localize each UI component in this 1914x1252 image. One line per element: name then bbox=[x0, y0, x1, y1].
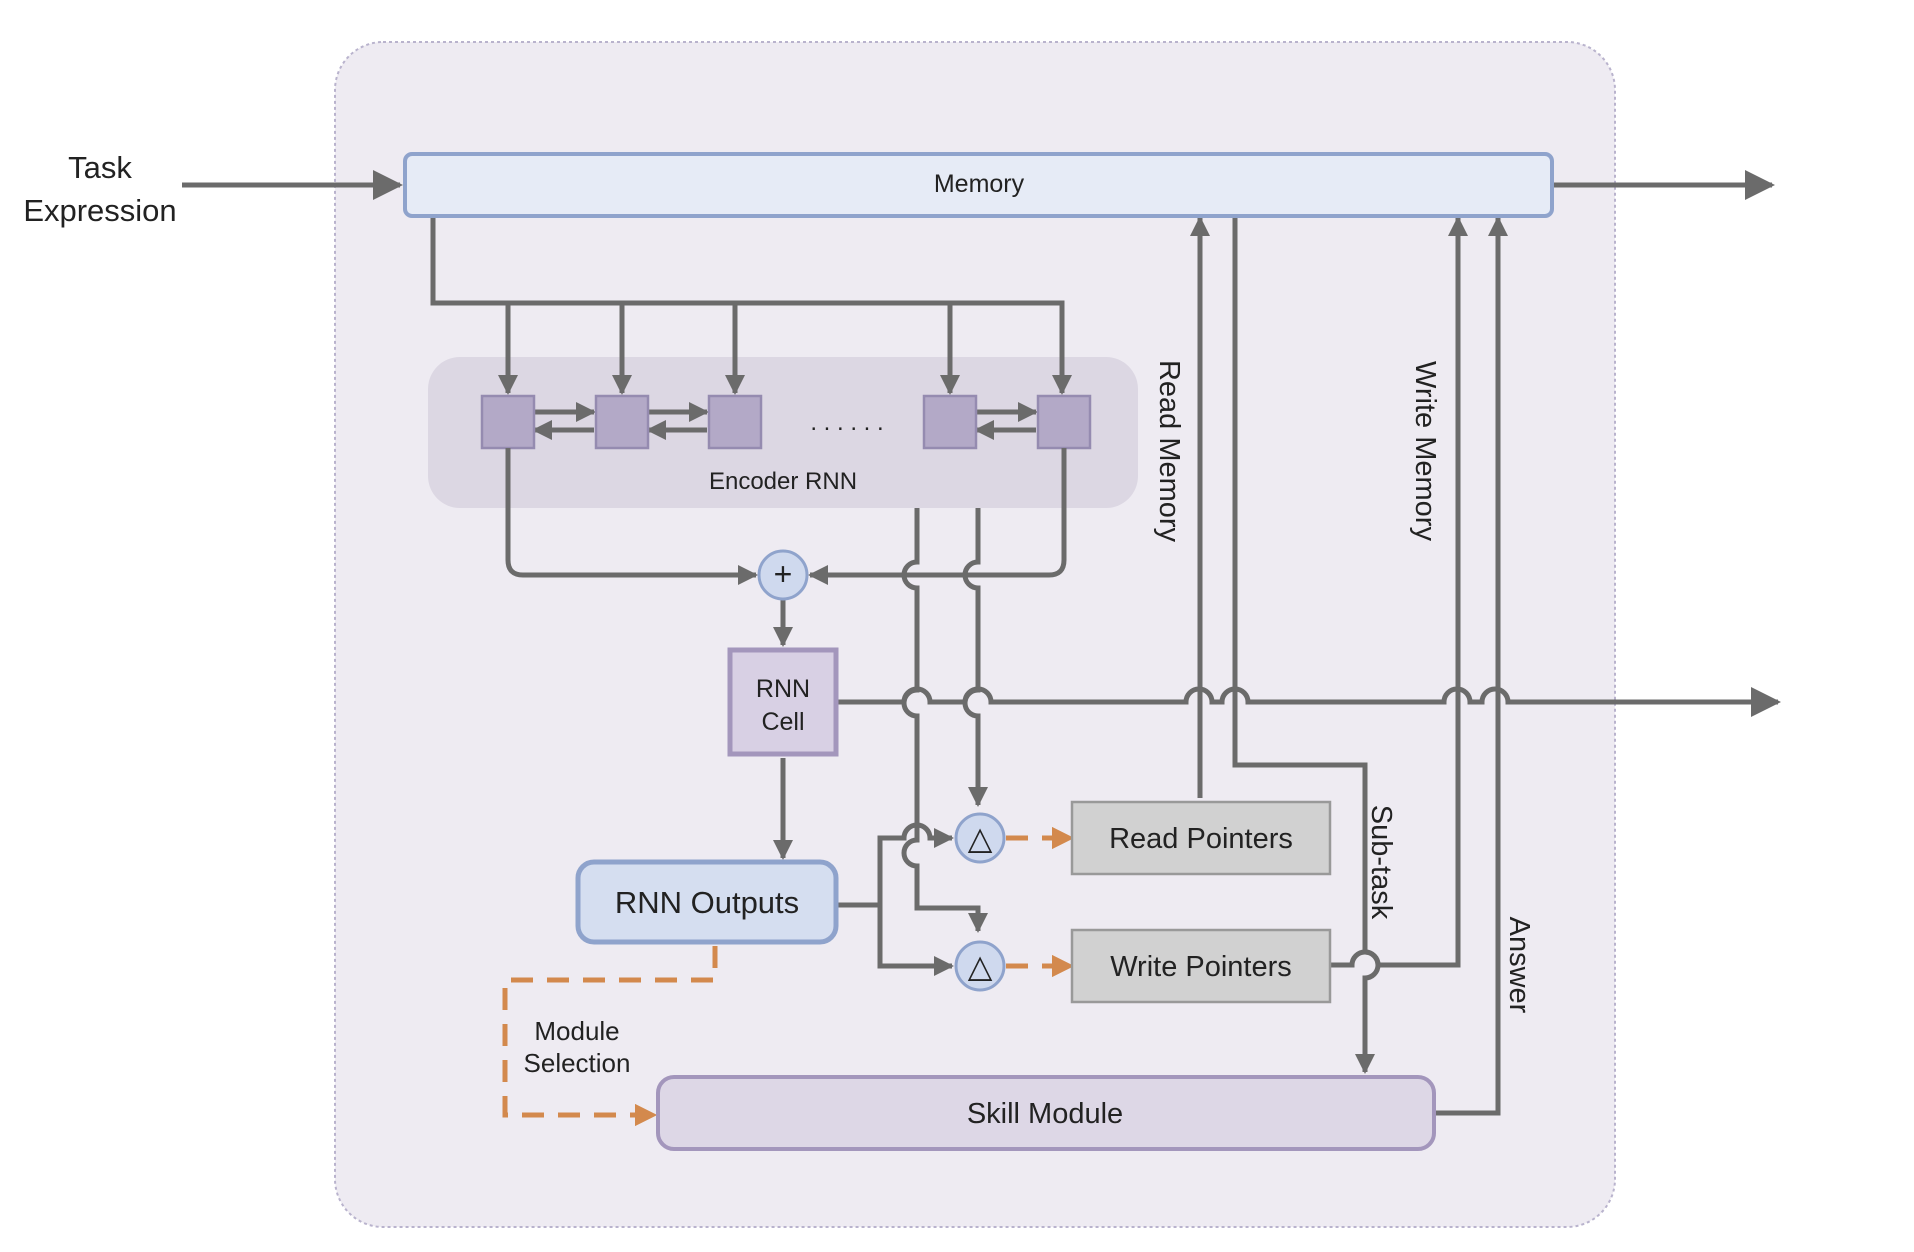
plus-icon: + bbox=[774, 556, 793, 592]
sub-task-label: Sub-task bbox=[1365, 805, 1397, 920]
outputs-to-delta-wires bbox=[838, 822, 954, 976]
skill-module-block: Skill Module bbox=[656, 1075, 1436, 1151]
read-memory-label: Read Memory bbox=[1153, 360, 1185, 543]
module-selection-label-line2: Selection bbox=[524, 1048, 631, 1078]
encoder-cell bbox=[594, 394, 650, 450]
rnn-outputs-block: RNN Outputs bbox=[575, 859, 839, 945]
pointer-feed-wires bbox=[901, 508, 988, 933]
task-expression-label-line1: Task bbox=[68, 150, 132, 185]
write-pointers-block: Write Pointers bbox=[1070, 928, 1332, 1004]
write-memory-wire bbox=[1330, 216, 1468, 968]
encoder-cell bbox=[1036, 394, 1092, 450]
encoder-to-sum-wires bbox=[505, 448, 1067, 585]
sum-node: + bbox=[757, 549, 809, 601]
memory-to-encoder-wires bbox=[430, 216, 1072, 395]
read-pointers-label: Read Pointers bbox=[1109, 823, 1293, 855]
task-expression-label-line2: Expression bbox=[23, 193, 176, 228]
rnn-outputs-label: RNN Outputs bbox=[615, 885, 799, 920]
encoder-cell bbox=[480, 394, 536, 450]
read-delta-node: △ bbox=[954, 812, 1006, 864]
rnn-cell: RNN Cell bbox=[727, 647, 839, 757]
module-selection-label-line1: Module bbox=[534, 1016, 619, 1046]
write-delta-node: △ bbox=[954, 940, 1006, 992]
answer-label: Answer bbox=[1503, 917, 1535, 1014]
pointer-control-arrows bbox=[1006, 826, 1075, 978]
encoder-recurrent-arrows bbox=[532, 402, 1038, 440]
encoder-rnn-label: Encoder RNN bbox=[709, 468, 857, 495]
answer-wire bbox=[1434, 216, 1508, 1116]
rnn-state-output-wire bbox=[838, 686, 1781, 717]
rnn-cell-label-line1: RNN bbox=[756, 675, 810, 703]
encoder-cell bbox=[707, 394, 763, 450]
write-memory-label: Write Memory bbox=[1409, 361, 1441, 541]
rnn-cell-label-line2: Cell bbox=[761, 708, 804, 736]
read-pointers-block: Read Pointers bbox=[1070, 800, 1332, 876]
delta-icon: △ bbox=[968, 820, 993, 856]
memory-block: Memory bbox=[403, 152, 1554, 218]
encoder-ellipsis: . . . . . . bbox=[810, 409, 883, 436]
encoder-cell bbox=[922, 394, 978, 450]
write-pointers-label: Write Pointers bbox=[1110, 951, 1292, 983]
memory-label: Memory bbox=[934, 170, 1025, 198]
skill-module-label: Skill Module bbox=[967, 1098, 1123, 1130]
delta-icon: △ bbox=[968, 948, 993, 984]
